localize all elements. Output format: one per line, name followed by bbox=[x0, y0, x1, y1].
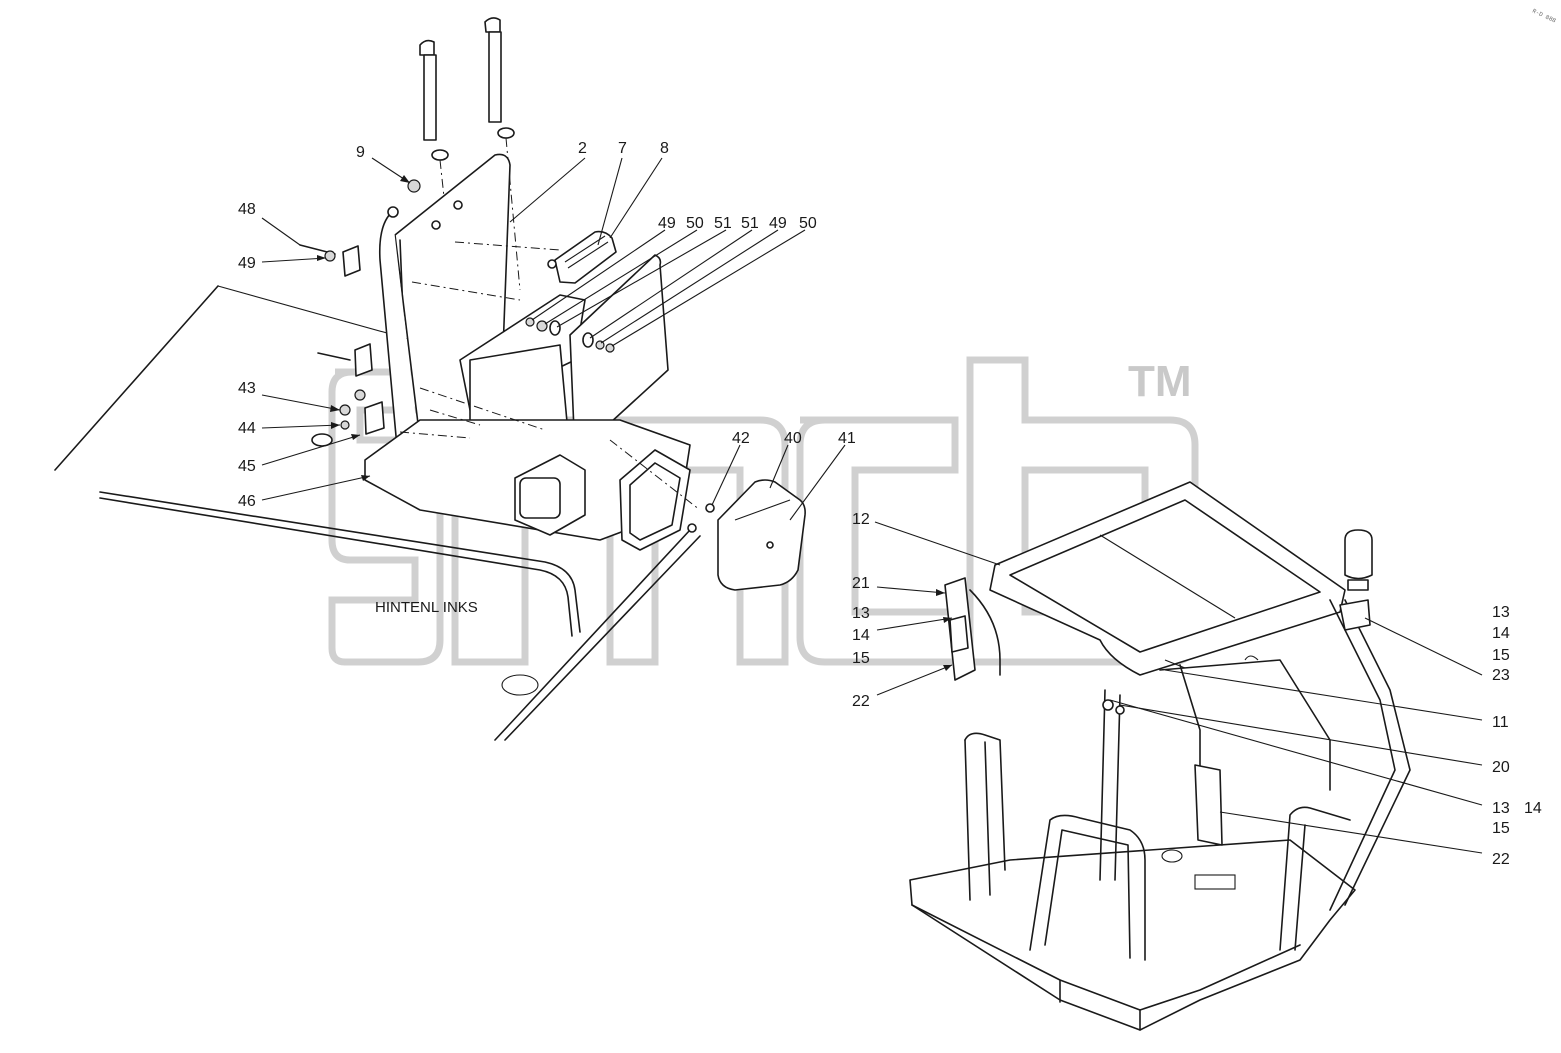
callout-45: 45 bbox=[238, 458, 256, 475]
beacon-light bbox=[1344, 529, 1373, 580]
callout-13-a: 13 bbox=[852, 605, 870, 622]
bolt-long-1 bbox=[419, 39, 449, 161]
callout-11: 11 bbox=[1492, 714, 1509, 731]
corner-stamp: R-D 888 bbox=[1531, 7, 1557, 24]
callout-40: 40 bbox=[784, 430, 802, 447]
callout-13-b: 13 bbox=[1492, 604, 1510, 621]
callout-15-a: 15 bbox=[852, 650, 870, 667]
callout-20: 20 bbox=[1492, 759, 1510, 776]
callout-48: 48 bbox=[238, 201, 256, 218]
callout-46: 46 bbox=[238, 493, 256, 510]
callout-22-a: 22 bbox=[852, 693, 870, 710]
callout-9: 9 bbox=[356, 144, 365, 161]
view-label: HINTENL INKS bbox=[375, 599, 478, 616]
callout-7: 7 bbox=[618, 140, 627, 157]
callout-43: 43 bbox=[238, 380, 256, 397]
callout-13-c: 13 bbox=[1492, 800, 1510, 817]
callout-15-b: 15 bbox=[1492, 647, 1510, 664]
callout-23: 23 bbox=[1492, 667, 1510, 684]
leader-lines bbox=[261, 157, 1483, 854]
small-lamp bbox=[554, 230, 617, 284]
callout-42: 42 bbox=[732, 430, 750, 447]
callout-2: 2 bbox=[578, 140, 587, 157]
callout-44: 44 bbox=[238, 420, 256, 437]
callout-49-b: 49 bbox=[658, 215, 676, 232]
arrowheads bbox=[317, 175, 952, 671]
callout-49-c: 49 bbox=[769, 215, 787, 232]
callout-50-b: 50 bbox=[799, 215, 817, 232]
bolt-long-2 bbox=[484, 17, 515, 139]
callout-51-a: 51 bbox=[714, 215, 732, 232]
rear-mirror bbox=[1194, 764, 1223, 846]
callout-14-c: 14 bbox=[1524, 800, 1542, 817]
callout-21: 21 bbox=[852, 575, 870, 592]
callout-14-a: 14 bbox=[852, 627, 870, 644]
callout-14-b: 14 bbox=[1492, 625, 1510, 642]
callout-22-b: 22 bbox=[1492, 851, 1510, 868]
right-assembly bbox=[909, 481, 1411, 1031]
left-assembly bbox=[54, 17, 806, 741]
callout-51-b: 51 bbox=[741, 215, 759, 232]
cab-floor bbox=[909, 839, 1356, 1031]
callout-12: 12 bbox=[852, 511, 870, 528]
roof-frame bbox=[989, 481, 1346, 676]
callouts-left: 9 2 7 8 48 49 49 50 51 51 49 50 43 44 45… bbox=[238, 140, 856, 616]
callouts-right: 12 21 13 14 15 22 13 14 15 23 11 20 13 1… bbox=[852, 511, 1542, 868]
callout-49-a: 49 bbox=[238, 255, 256, 272]
callout-8: 8 bbox=[660, 140, 669, 157]
callout-41: 41 bbox=[838, 430, 856, 447]
watermark-tm-text: TM bbox=[1128, 357, 1192, 406]
tail-lamp bbox=[717, 479, 806, 591]
callout-15-c: 15 bbox=[1492, 820, 1510, 837]
callout-50-a: 50 bbox=[686, 215, 704, 232]
